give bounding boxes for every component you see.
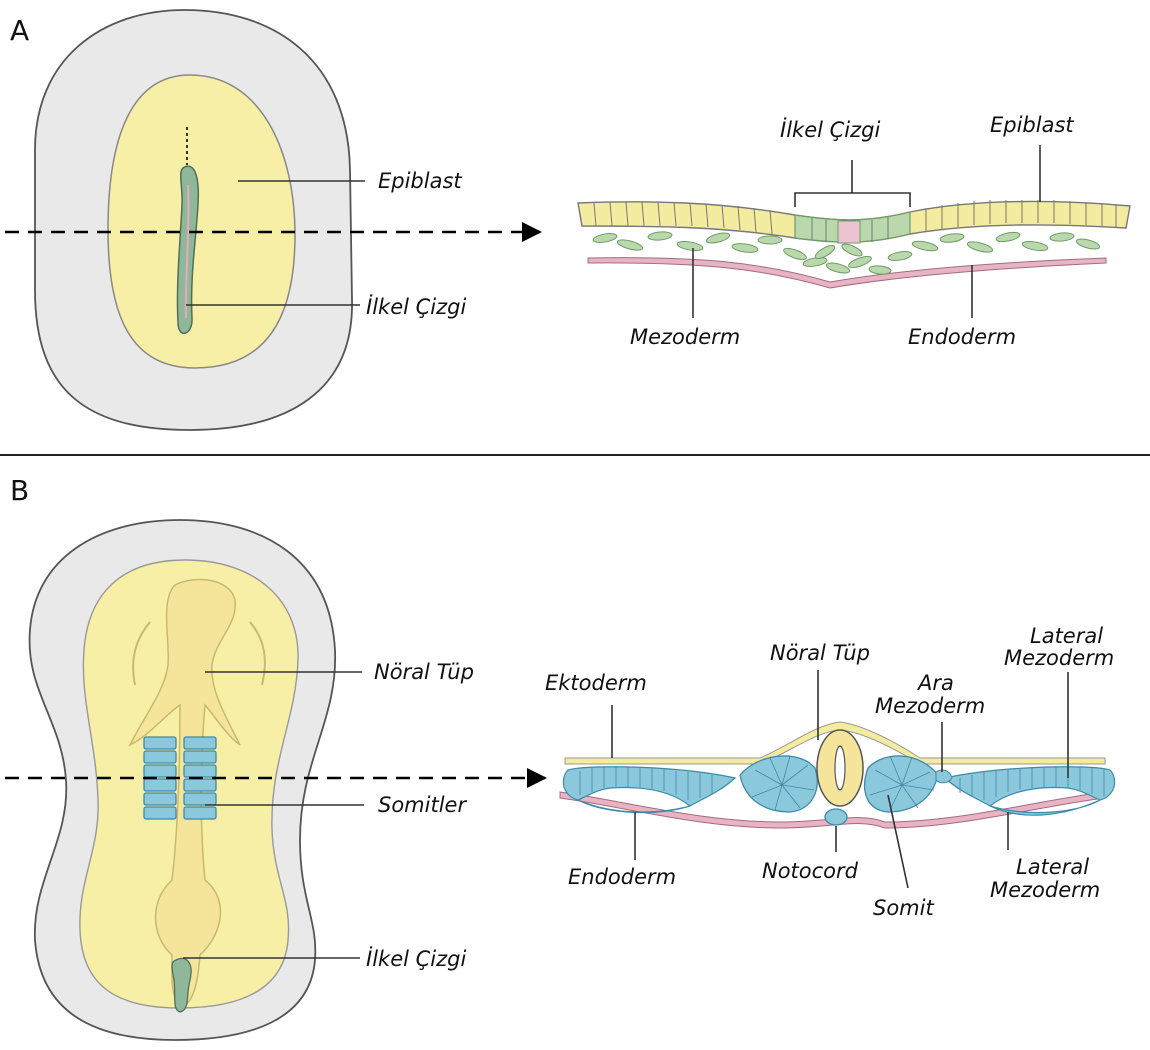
neural-canal-b xyxy=(835,746,845,790)
inner-epiblast-a xyxy=(108,75,295,368)
label-epiblast-a: Epiblast xyxy=(378,169,462,193)
label-noral-tup-section-b: Nöral Tüp xyxy=(770,641,870,665)
bracket-ilkel-cizgi-a xyxy=(795,160,910,207)
label-lateral-mezoderm-bottom-2: Mezoderm xyxy=(990,878,1100,902)
label-ektoderm-b: Ektoderm xyxy=(545,671,647,695)
label-ara-mezoderm-1: Ara xyxy=(916,671,954,695)
label-somitler: Somitler xyxy=(378,793,467,817)
panel-b: B xyxy=(5,474,1115,1040)
embryo-disc-a xyxy=(35,10,352,430)
embryo-disc-b xyxy=(30,520,336,1040)
panel-letter-b: B xyxy=(10,474,29,507)
panel-letter-a: A xyxy=(10,14,29,47)
label-ilkel-cizgi-a: İlkel Çizgi xyxy=(366,294,466,319)
label-somit: Somit xyxy=(873,896,934,920)
label-endoderm-a: Endoderm xyxy=(908,325,1016,349)
label-noral-tup-b: Nöral Tüp xyxy=(374,660,474,684)
label-endoderm-b: Endoderm xyxy=(568,865,676,889)
panel-a: A Epiblast İlkel Çizgi xyxy=(5,10,1130,430)
label-epiblast-section-a: Epiblast xyxy=(990,113,1074,137)
label-mezoderm-a: Mezoderm xyxy=(630,325,740,349)
label-lateral-mezoderm-top-1: Lateral xyxy=(1030,624,1103,648)
notochord-b xyxy=(825,809,847,825)
label-ara-mezoderm-2: Mezoderm xyxy=(875,694,985,718)
streak-pink-cells-a xyxy=(838,221,860,243)
cross-section-a xyxy=(578,200,1130,288)
somite-left-b xyxy=(740,756,817,812)
label-ilkel-cizgi-b: İlkel Çizgi xyxy=(366,946,466,971)
label-ilkel-cizgi-section-a: İlkel Çizgi xyxy=(780,117,880,142)
cross-section-b xyxy=(560,722,1115,828)
label-lateral-mezoderm-bottom-1: Lateral xyxy=(1016,855,1089,879)
label-lateral-mezoderm-top-2: Mezoderm xyxy=(1004,646,1114,670)
label-notocord: Notocord xyxy=(762,859,859,883)
intermediate-mesoderm-b xyxy=(936,770,952,783)
